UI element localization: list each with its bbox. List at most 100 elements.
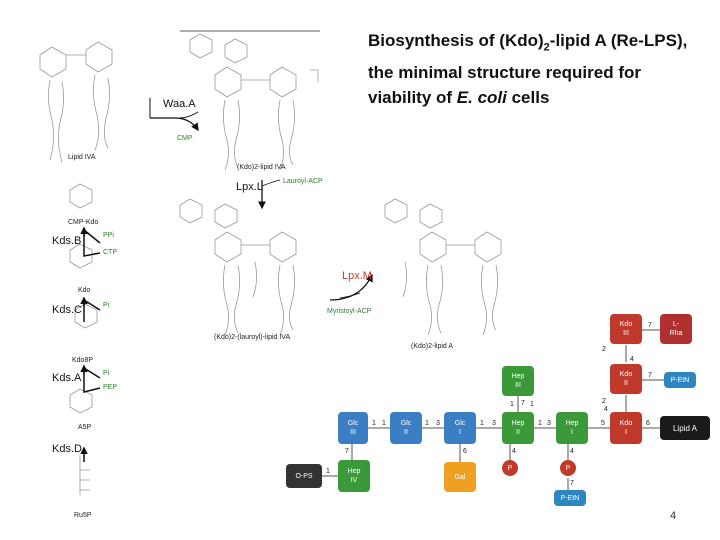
- node-kdo-i-label: Kdo I: [619, 420, 633, 436]
- link-glc1-b: 1: [480, 420, 484, 427]
- lipid-iva-structure: [39, 41, 113, 163]
- label-kdo: Kdo: [78, 287, 91, 294]
- enzyme-lpxL: Lpx.L: [236, 181, 263, 193]
- link-lrha-kdo3: 7: [648, 322, 652, 329]
- node-hep-i: Hep I: [556, 412, 588, 444]
- enzyme-kdsA: Kds.A: [52, 372, 82, 384]
- node-p-etn-1-label: P-EtN: [670, 376, 690, 384]
- link-petn-hep: 7: [570, 480, 574, 487]
- lps-connectors: [322, 329, 664, 490]
- title-line-3: viability of E. coli cells: [368, 85, 713, 110]
- node-glc-iii-label: Glc III: [347, 420, 359, 436]
- link-glc2-glc1: 3: [436, 420, 440, 427]
- label-kdo2-lipid-a: (Kdo)2-lipid A: [411, 343, 454, 350]
- link-glc3-glc2: 1: [382, 420, 386, 427]
- node-hep-ii: Hep II: [502, 412, 534, 444]
- label-cmp: CMP: [177, 135, 193, 142]
- title-line3-b: cells: [506, 88, 550, 108]
- label-kdo2-lipid-iva: (Kdo)2-lipid IVA: [237, 164, 286, 171]
- node-p-etn-1: P-EtN: [664, 372, 696, 388]
- node-p-etn-2: P-EtN: [554, 490, 586, 506]
- node-lipid-a: Lipid A: [660, 416, 710, 440]
- node-kdo-iii-label: Kdo III: [619, 321, 633, 337]
- kdo2-lipid-a-structure: [384, 198, 502, 336]
- label-pep: PEP: [103, 384, 118, 391]
- label-cmp-kdo: CMP-Kdo: [68, 219, 99, 226]
- kdo-pathway-structures: [69, 183, 98, 495]
- node-p-etn-2-label: P-EtN: [560, 494, 580, 502]
- kdsB-bracket: [83, 228, 101, 257]
- slide-title: Biosynthesis of (Kdo)2-lipid A (Re-LPS),…: [368, 28, 713, 110]
- enzyme-lpxM: Lpx.M: [342, 270, 372, 282]
- lpxM-arrow: [329, 273, 373, 301]
- link-kdo1-lipida: 6: [646, 420, 650, 427]
- kdsA-bracket: [83, 366, 101, 393]
- title-line-1: Biosynthesis of (Kdo)2-lipid A (Re-LPS),: [368, 28, 713, 60]
- waaA-branch: [179, 111, 199, 119]
- link-gal-glc1: 6: [463, 448, 467, 455]
- link-hep1-b: 1: [530, 401, 534, 408]
- label-lipid-iva: Lipid IVA: [68, 154, 96, 161]
- node-kdo-ii-label: Kdo II: [619, 371, 633, 387]
- node-kdo-iii: Kdo III: [610, 314, 642, 344]
- title-part2: -lipid A (Re-LPS),: [549, 31, 688, 50]
- link-hep2-b: 1: [538, 420, 542, 427]
- title-line3-italic: E. coli: [456, 88, 507, 108]
- page-number: 4: [670, 510, 677, 522]
- link-glc2-a: 1: [425, 420, 429, 427]
- enzyme-kdsB: Kds.B: [52, 235, 82, 247]
- title-subscript: 2: [543, 41, 550, 54]
- link-hep3-hep2: 1: [510, 401, 514, 408]
- link-p-hep2: 4: [512, 448, 516, 455]
- node-kdo-i: Kdo I: [610, 412, 642, 444]
- enzyme-kdsC: Kds.C: [52, 304, 82, 316]
- node-glc-ii: Glc II: [390, 412, 422, 444]
- node-l-rha-label: L- Rha: [669, 321, 683, 337]
- label-a5p: A5P: [78, 424, 92, 431]
- label-pi-1: Pi: [103, 302, 110, 309]
- link-glc1-hep2: 3: [492, 420, 496, 427]
- lpxM-branch: [339, 292, 361, 299]
- node-hep-iv-label: Hep IV: [347, 468, 361, 484]
- title-line3-a: viability of: [368, 88, 457, 108]
- enzyme-kdsD: Kds.D: [52, 443, 82, 455]
- node-hep-iv: Hep IV: [338, 460, 370, 492]
- link-p-hep1: 4: [570, 448, 574, 455]
- kdsC-bracket: [83, 298, 101, 322]
- link-kdo3-kdo2-a: 2: [602, 346, 606, 353]
- link-ops-hep4: 1: [326, 468, 330, 475]
- link-kdo3-kdo2-b: 4: [630, 356, 634, 363]
- title-part1: Biosynthesis of (Kdo): [368, 31, 544, 50]
- label-myristoyl-acp: Myristoyl-ACP: [327, 308, 372, 315]
- node-glc-iii: Glc III: [338, 412, 368, 444]
- label-ru5p: Ru5P: [74, 512, 92, 519]
- label-ctp: CTP: [103, 249, 117, 256]
- node-glc-i: Glc I: [444, 412, 476, 444]
- node-phosphate-2: P: [560, 460, 576, 476]
- link-glc1-a: 1: [372, 420, 376, 427]
- node-glc-ii-label: Glc II: [400, 420, 412, 436]
- node-gal-label: Gal: [454, 473, 466, 481]
- node-hep-ii-label: Hep II: [511, 420, 525, 436]
- link-hep2-hep1: 3: [547, 420, 551, 427]
- title-line-2: the minimal structure required for: [368, 63, 641, 83]
- link-hep1-kdo1: 5: [601, 420, 605, 427]
- kdo2-lauroyl-lipid-iva-structure: [179, 198, 297, 336]
- link-hep4-glc3: 7: [345, 448, 349, 455]
- link-kdo2-kdo1-a: 2: [602, 398, 606, 405]
- kdo2-lipid-iva-structure: [189, 33, 319, 171]
- node-hep-iii: Hep III: [502, 366, 534, 396]
- label-kdo2-lauroyl-lipid-iva: (Kdo)2-(lauroyl)-lipid IVA: [214, 334, 291, 341]
- node-gal: Gal: [444, 462, 476, 492]
- node-o-ps-label: O-PS: [295, 472, 313, 480]
- node-hep-iii-label: Hep III: [511, 373, 525, 389]
- node-kdo-ii: Kdo II: [610, 364, 642, 394]
- label-kdo8p: Kdo8P: [72, 357, 94, 364]
- link-hep3-hep2-b: 7: [521, 400, 525, 407]
- node-phosphate-1: P: [502, 460, 518, 476]
- node-phosphate-2-label: P: [565, 464, 571, 472]
- link-kdo2-kdo1-b: 4: [604, 406, 608, 413]
- enzyme-waaA: Waa.A: [163, 98, 196, 110]
- label-lauroyl-acp: Lauroyl-ACP: [283, 178, 323, 185]
